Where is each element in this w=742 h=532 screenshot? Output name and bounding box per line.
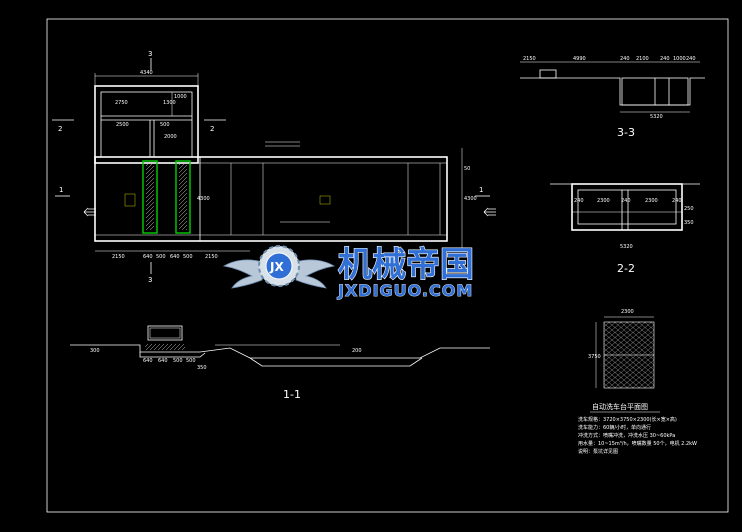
section-title-1-1: 1-1 (283, 388, 301, 401)
section-2-2: 240 2300 240 2300 240 5320 250 350 2-2 (550, 183, 700, 275)
sec22-dim-7: 250 (684, 206, 694, 212)
platform-note-2: 洗车能力：60辆/小时，单向通行 (578, 424, 651, 431)
dim-bottom-2: 640 (143, 254, 153, 260)
sec33-dim-6: 1000 (673, 56, 686, 62)
watermark-badge: JX (269, 260, 284, 274)
drawing-frame (46, 18, 729, 513)
sec22-dim-8: 350 (684, 220, 694, 226)
platform-note-3: 冲洗方式：喷嘴冲洗，冲洗水压 30~60kPa (578, 432, 675, 439)
sec11-dim-5: 350 (197, 365, 207, 371)
sec22-dim-1: 240 (574, 198, 584, 204)
watermark-brand: 机械帝国 (338, 245, 474, 285)
section-mark-1-left: 1 (59, 186, 63, 194)
platform-plan: 2300 3750 自动洗车台平面图 洗车规格：3720×3750×2300(长… (578, 309, 697, 455)
sec11-dim-1: 640 (143, 358, 153, 364)
wing-right-icon (295, 259, 336, 289)
section-1-1: 640 640 500 500 350 300 200 1-1 (70, 325, 490, 401)
sec33-dim-7: 240 (686, 56, 696, 62)
sec22-dim-5: 240 (672, 198, 682, 204)
dim-bottom-4: 640 (170, 254, 180, 260)
section-title-2-2: 2-2 (617, 262, 635, 275)
sec11-dim-6: 300 (90, 348, 100, 354)
dim-inner-5: 500 (160, 122, 170, 128)
sec11-dim-2: 640 (158, 358, 168, 364)
sec33-dim-3: 240 (620, 56, 630, 62)
platform-dim-w: 2300 (621, 309, 634, 315)
sec33-dim-4: 2100 (636, 56, 649, 62)
platform-note-5: 说明：泵坑详见图 (578, 448, 618, 455)
dim-top-total: 4340 (140, 70, 153, 76)
dim-inner-1: 2750 (115, 100, 128, 106)
sec22-dim-4: 2300 (645, 198, 658, 204)
watermark: JX 机械帝国 JXDIGUO.COM (222, 244, 475, 300)
dim-bottom-5: 500 (183, 254, 193, 260)
dim-inner-4: 2500 (116, 122, 129, 128)
sec11-dim-4: 500 (186, 358, 196, 364)
section-mark-1-right: 1 (479, 186, 483, 194)
section-mark-2-left: 2 (58, 125, 62, 133)
sec22-dim-2: 2300 (597, 198, 610, 204)
platform-note-1: 洗车规格：3720×3750×2300(长×宽×高) (578, 416, 677, 423)
dim-right-3: 50 (464, 166, 470, 172)
dim-bottom-3: 500 (156, 254, 166, 260)
section-3-3: 2150 4990 240 2100 240 1000 240 5320 3-3 (520, 56, 705, 139)
arrow-left-icon (83, 207, 96, 217)
dim-bottom-1: 2150 (112, 254, 125, 260)
sec33-dim-8: 5320 (650, 114, 663, 120)
section-mark-3-top: 3 (148, 50, 152, 58)
section-mark-3-bottom: 3 (148, 276, 152, 284)
sec22-dim-3: 240 (621, 198, 631, 204)
dim-inner-6: 1000 (174, 94, 187, 100)
platform-note-4: 用水量：10~15m³/h，喷嘴数量 50个，电机 2.2kW (578, 440, 697, 447)
dim-right-1: 4300 (464, 196, 477, 202)
arrow-left-icon-2 (483, 207, 496, 217)
sec11-dim-3: 500 (173, 358, 183, 364)
dim-right-2: 4300 (197, 196, 210, 202)
section-title-3-3: 3-3 (617, 126, 635, 139)
section-mark-2-right: 2 (210, 125, 214, 133)
watermark-url: JXDIGUO.COM (337, 281, 473, 300)
wing-left-icon (222, 259, 263, 289)
dim-inner-3: 2000 (164, 134, 177, 140)
platform-dim-h: 3750 (588, 354, 601, 360)
plan-view: 4340 2750 1300 2500 2000 500 1000 50 430… (52, 50, 496, 284)
platform-title: 自动洗车台平面图 (592, 402, 648, 411)
sec33-dim-2: 4990 (573, 56, 586, 62)
dim-bottom-6: 2150 (205, 254, 218, 260)
sec11-dim-7: 200 (352, 348, 362, 354)
sec33-dim-1: 2150 (523, 56, 536, 62)
sec33-dim-5: 240 (660, 56, 670, 62)
sec22-dim-6: 5320 (620, 244, 633, 250)
dim-inner-2: 1300 (163, 100, 176, 106)
